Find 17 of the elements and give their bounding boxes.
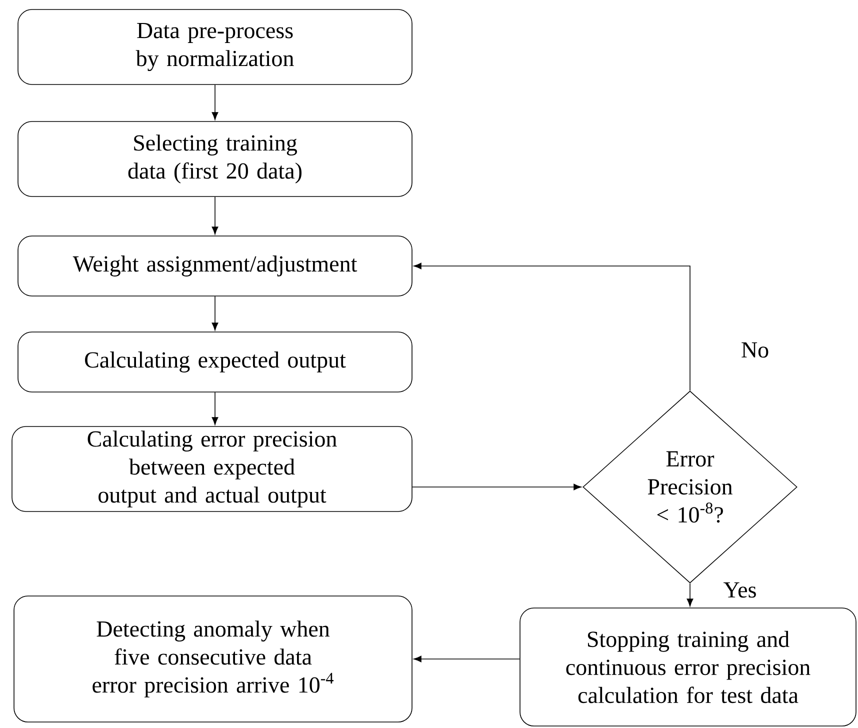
edge-label: No: [742, 342, 768, 358]
process-box: Weight assignment/adjustment: [18, 236, 412, 296]
arrow: [412, 484, 582, 490]
arrow: [414, 262, 690, 391]
process-box: Stopping training and continuous error precision calculation for test data: [520, 608, 856, 726]
arrow: [212, 84, 218, 120]
edge-label: Yes: [724, 582, 756, 598]
arrow: [212, 296, 218, 330]
process-box: Data pre-process by normalization: [18, 9, 412, 85]
process-box: Detecting anomaly when five consecutive data error precision arrive 10$^{-4}$: [14, 596, 412, 722]
process-box: Calculating error precision between expected output and actual output: [12, 426, 412, 512]
process-box: Calculating expected output: [18, 332, 412, 392]
arrow: [212, 392, 218, 425]
process-box: Selecting training data (first 20 data): [18, 121, 412, 197]
arrow: [212, 196, 218, 234]
arrow: [686, 583, 694, 606]
arrow: [414, 656, 520, 662]
